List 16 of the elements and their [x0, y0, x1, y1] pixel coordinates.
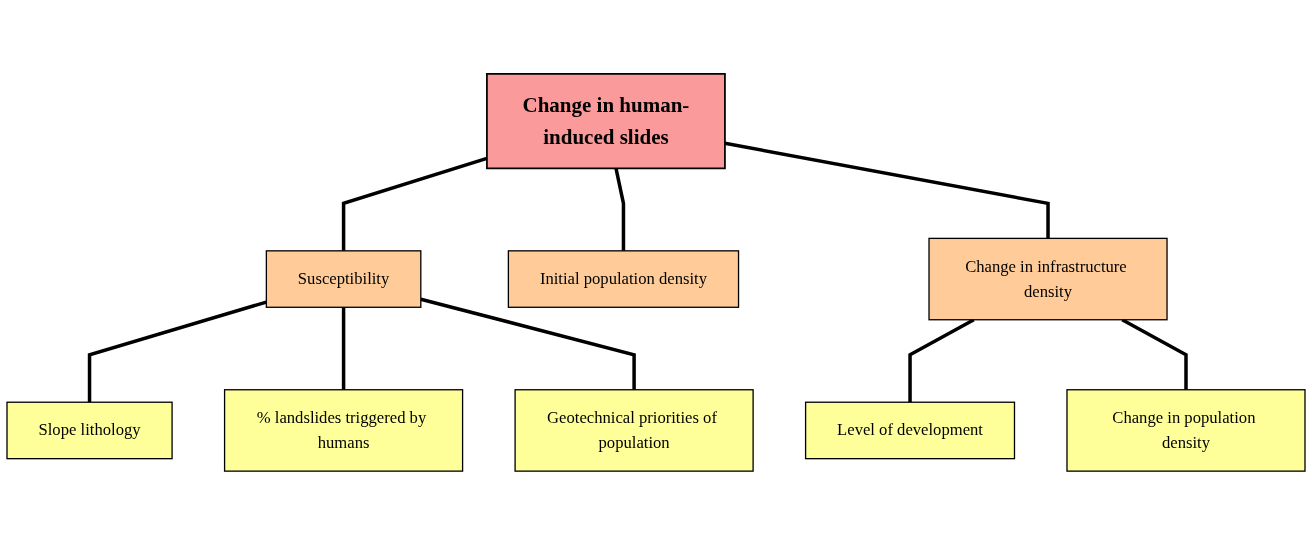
connector — [420, 297, 636, 390]
node-box: Initial population density — [507, 250, 740, 308]
node-box: Susceptibility — [265, 250, 422, 308]
connector — [341, 307, 346, 390]
node-box: Change in human-induced slides — [486, 73, 726, 170]
node-box: Geotechnical priorities of population — [514, 389, 754, 472]
node-box: % landslides triggered by humans — [223, 389, 464, 472]
connector — [614, 168, 626, 251]
node-box: Level of development — [804, 401, 1016, 460]
connector — [1121, 318, 1188, 390]
node-box: Slope lithology — [6, 401, 173, 460]
node-box: Change in infrastructure density — [928, 237, 1168, 321]
node-box: Change in population density — [1066, 389, 1306, 472]
connector — [724, 141, 1050, 239]
connector — [908, 318, 975, 403]
connector — [87, 300, 267, 403]
